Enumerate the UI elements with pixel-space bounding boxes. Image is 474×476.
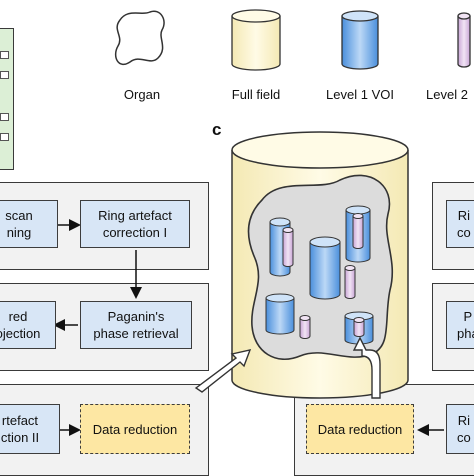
legend-organ-label: Organ bbox=[123, 87, 161, 102]
full-field-icon bbox=[231, 9, 281, 71]
organ-icon bbox=[114, 10, 165, 66]
voi-blue-4 bbox=[265, 293, 295, 335]
voi-blue-3 bbox=[309, 236, 341, 300]
legend-full-field-label: Full field bbox=[231, 87, 281, 102]
box-data-reduction-left: Data reduction bbox=[80, 404, 190, 454]
panel-a-sidebar bbox=[0, 28, 14, 170]
legend-level1-label: Level 1 VOI bbox=[326, 87, 394, 102]
box-scanning: scan ning bbox=[0, 200, 58, 248]
box-paganin-phase-retrieval: Paganin's phase retrieval bbox=[80, 301, 192, 349]
voi-pink-4 bbox=[299, 315, 311, 339]
legend-level2-label: Level 2 bbox=[426, 87, 468, 102]
box-right-phase: P pha bbox=[446, 301, 474, 349]
box-right-ring-correction-bottom: Ri co bbox=[446, 404, 474, 454]
level2-voi-icon bbox=[457, 12, 471, 68]
box-ring-artefact-correction-1: Ring artefact correction I bbox=[80, 200, 190, 248]
box-projection: red ojection bbox=[0, 301, 56, 349]
box-right-ring-correction: Ri co bbox=[446, 200, 474, 248]
voi-pink-1 bbox=[282, 227, 294, 267]
sidebar-square-4 bbox=[0, 133, 9, 141]
voi-pink-5 bbox=[353, 317, 365, 337]
voi-pink-2 bbox=[352, 213, 364, 249]
hollow-arrow-right bbox=[352, 336, 381, 399]
sidebar-square-3 bbox=[0, 113, 9, 121]
voi-pink-3 bbox=[344, 265, 356, 299]
hollow-arrow-left bbox=[194, 349, 252, 393]
panel-c-label: c bbox=[212, 120, 222, 139]
sidebar-square-2 bbox=[0, 71, 9, 79]
box-data-reduction-right: Data reduction bbox=[306, 404, 414, 454]
sidebar-square-1 bbox=[0, 51, 9, 59]
box-ring-artefact-correction-2: rtefact ction II bbox=[0, 404, 60, 454]
level1-voi-icon bbox=[341, 10, 379, 70]
